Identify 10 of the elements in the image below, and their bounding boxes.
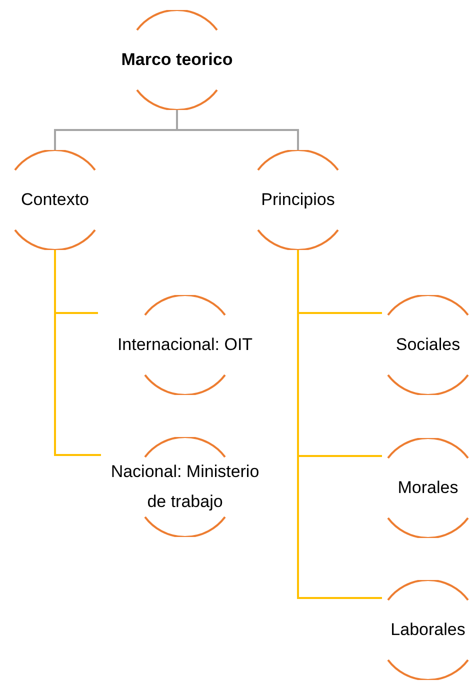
- node-label: Contexto: [20, 189, 90, 211]
- node-label: Morales: [398, 477, 458, 499]
- node-label: Principios: [261, 189, 335, 211]
- node-label: Laborales: [390, 619, 466, 641]
- node-label: Sociales: [396, 334, 460, 356]
- connector-line: [297, 250, 382, 599]
- node-label: Nacional: Ministerio de trabajo: [110, 461, 260, 513]
- node-label: Marco teorico: [121, 49, 233, 71]
- connector-line: [54, 250, 101, 456]
- node-label: Internacional: OIT: [117, 334, 253, 356]
